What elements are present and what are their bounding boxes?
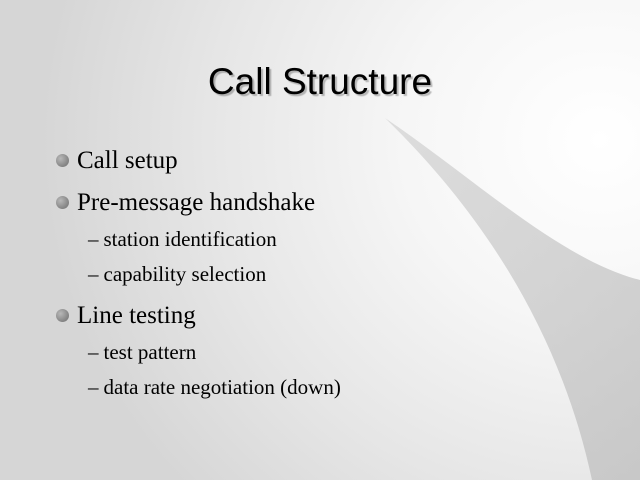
sub-bullet-text: test pattern <box>103 340 197 364</box>
bullet-dot-icon <box>56 154 69 167</box>
bullet-text: Call setup <box>77 147 178 174</box>
sub-bullet-item: –test pattern <box>88 339 196 365</box>
bullet-text: Pre-message handshake <box>77 189 316 216</box>
slide-title: Call Structure <box>207 61 433 102</box>
bullet-item: Pre-message handshake <box>56 188 315 218</box>
sub-bullet-text: station identification <box>103 227 277 251</box>
sub-bullet-text: capability selection <box>103 262 267 286</box>
bullet-item: Line testing <box>56 301 196 331</box>
bullet-dot-icon <box>56 196 69 209</box>
bullet-item: Call setup <box>56 146 178 176</box>
dash-marker: – <box>88 227 99 251</box>
sub-bullet-text: data rate negotiation (down) <box>103 375 341 399</box>
bullet-dot-icon <box>56 309 69 322</box>
sub-bullet-item: –station identification <box>88 226 277 252</box>
dash-marker: – <box>88 340 99 364</box>
sub-bullet-item: –capability selection <box>88 261 266 287</box>
dash-marker: – <box>88 262 99 286</box>
bullet-text: Line testing <box>77 302 196 329</box>
dash-marker: – <box>88 375 99 399</box>
sub-bullet-item: –data rate negotiation (down) <box>88 374 341 400</box>
